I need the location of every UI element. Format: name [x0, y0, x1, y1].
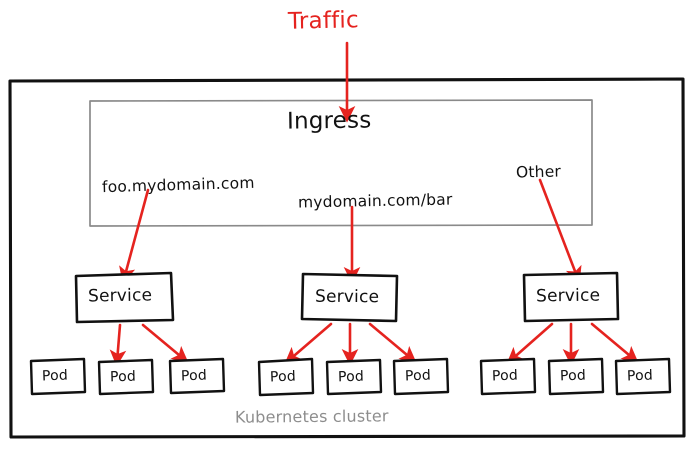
ingress-label: Ingress	[286, 107, 372, 135]
service-box-2	[522, 271, 620, 323]
ingress-rule-path: mydomain.com/bar	[297, 190, 453, 212]
pod-label-6: Pod	[491, 367, 519, 385]
service2-pod2-arrow	[590, 322, 639, 364]
pod-box-4	[325, 358, 383, 396]
service-label-1: Service	[314, 286, 380, 308]
rule-arrow-2	[538, 178, 582, 284]
cluster-caption: Kubernetes cluster	[234, 406, 389, 427]
pod-box-3	[257, 357, 315, 397]
service1-pod2-arrow	[368, 322, 417, 364]
pod-box-6	[479, 357, 537, 396]
pod-box-5	[392, 357, 450, 396]
service-label-2: Service	[535, 285, 601, 307]
cluster-frame	[8, 77, 686, 439]
service1-pod0-arrow	[284, 322, 333, 365]
pod-label-4: Pod	[337, 368, 365, 386]
pod-label-5: Pod	[404, 367, 432, 385]
pod-box-8	[614, 357, 672, 396]
pod-label-8: Pod	[626, 367, 654, 385]
pod-box-7	[547, 357, 605, 396]
pod-box-2	[168, 357, 226, 395]
ingress-box	[89, 99, 593, 227]
service-label-0: Service	[87, 285, 153, 307]
service-box-1	[300, 272, 399, 323]
service0-pod1-arrow	[109, 323, 127, 367]
service2-pod0-arrow	[506, 322, 554, 365]
pod-label-7: Pod	[559, 367, 587, 385]
rule-arrow-0	[119, 188, 150, 284]
pod-label-0: Pod	[41, 367, 69, 385]
traffic-label: Traffic	[287, 7, 360, 35]
pod-label-3: Pod	[269, 368, 297, 386]
service-box-0	[74, 271, 175, 324]
pod-box-0	[29, 357, 87, 396]
pod-box-1	[97, 358, 155, 396]
pod-label-1: Pod	[109, 368, 137, 386]
ingress-rule-default: Other	[515, 162, 562, 182]
service0-pod2-arrow	[141, 323, 189, 363]
pod-label-2: Pod	[180, 367, 208, 385]
